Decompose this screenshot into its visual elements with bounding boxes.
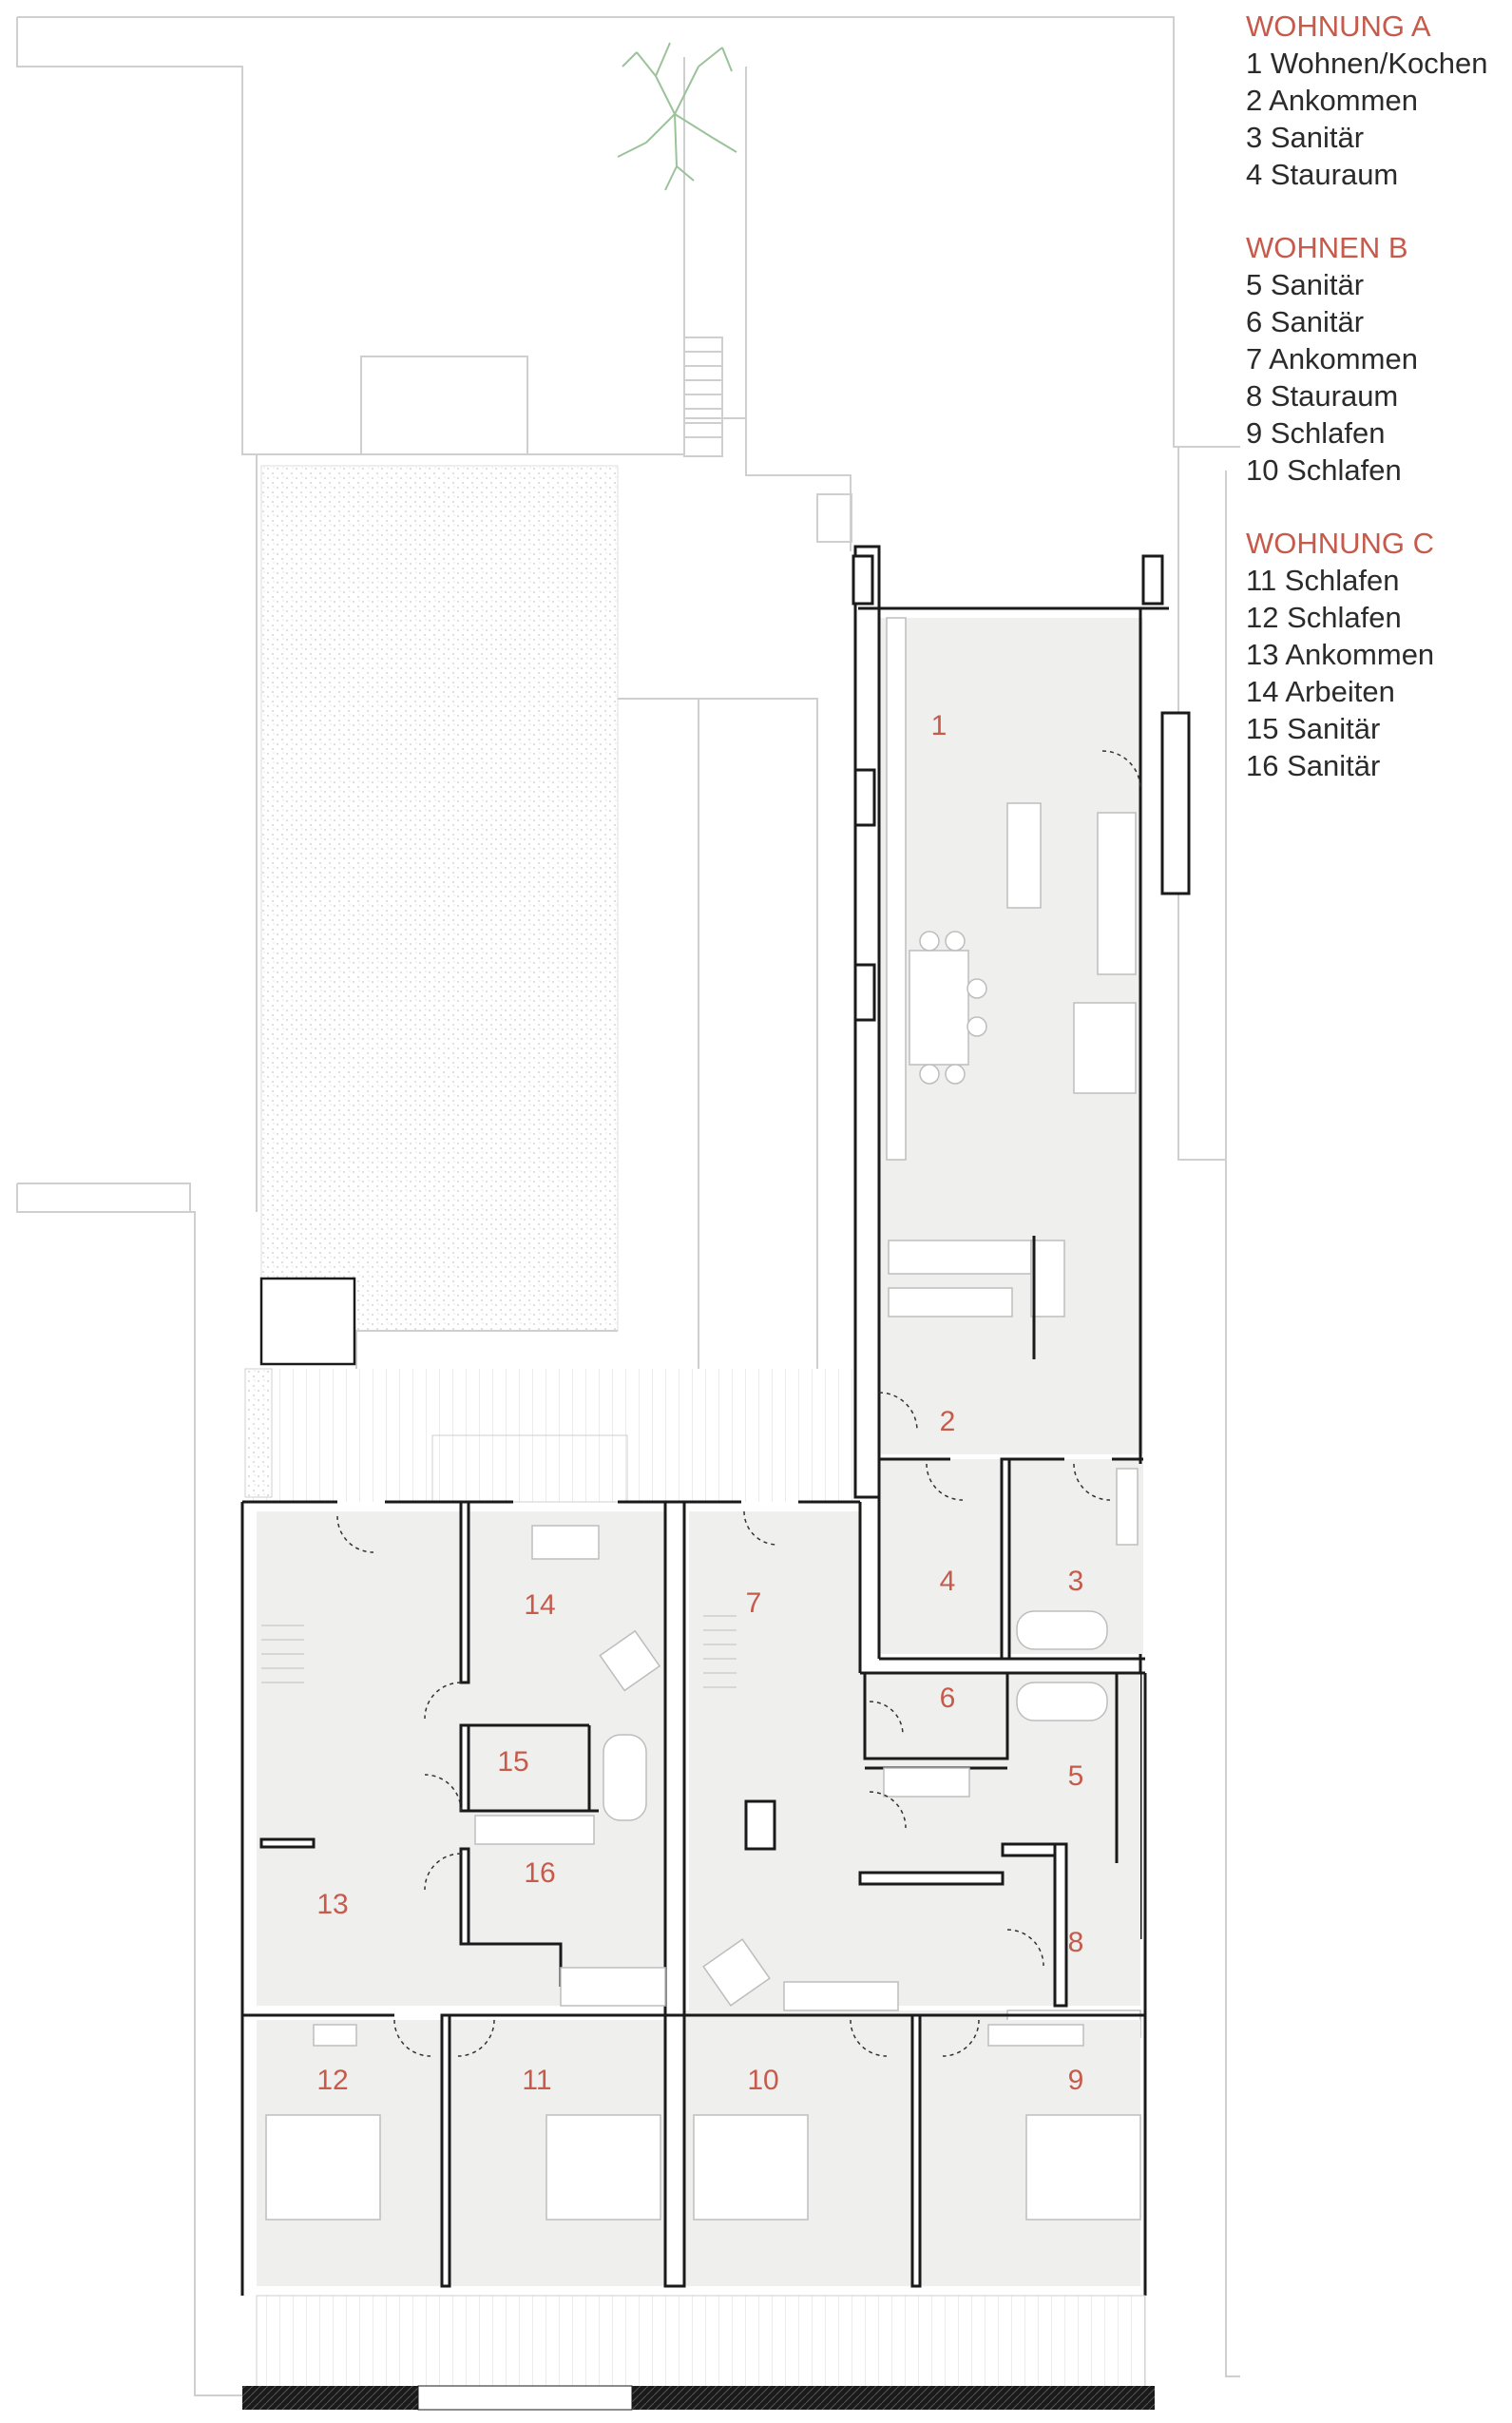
- legend-item: 8 Stauraum: [1246, 379, 1399, 413]
- room-label-8: 8: [1068, 1927, 1084, 1958]
- legend-item: 12 Schlafen: [1246, 601, 1402, 634]
- room-label-6: 6: [940, 1683, 956, 1714]
- legend-group-wohnen-b: WOHNEN B 5 Sanitär 6 Sanitär 7 Ankommen …: [1246, 229, 1510, 489]
- legend-item: 5 Sanitär: [1246, 268, 1365, 301]
- south-gate: [417, 2385, 633, 2411]
- room-label-1: 1: [931, 710, 947, 741]
- legend-item: 1 Wohnen/Kochen: [1246, 47, 1488, 80]
- tree-icon: [617, 42, 737, 191]
- apartment-c: [240, 1500, 686, 2017]
- legend-item: 4 Stauraum: [1246, 158, 1399, 191]
- legend-item: 9 Schlafen: [1246, 416, 1386, 450]
- apartment-a: [852, 545, 1191, 1939]
- terrace-stair: [431, 1434, 628, 1503]
- legend-item: 7 Ankommen: [1246, 342, 1418, 375]
- garden-stair: [683, 337, 723, 457]
- bedrooms: [240, 2013, 1147, 2296]
- room-labels: 1 2 3 4 5 6 7 8 9 10 11 12 13 14 15 16: [316, 710, 1083, 2096]
- room-label-15: 15: [497, 1746, 528, 1778]
- room-label-5: 5: [1068, 1760, 1084, 1792]
- room-label-10: 10: [747, 2065, 778, 2096]
- legend-group-wohnung-a: WOHNUNG A 1 Wohnen/Kochen 2 Ankommen 3 S…: [1246, 8, 1510, 193]
- room-label-12: 12: [316, 2065, 348, 2096]
- legend-group-wohnung-c: WOHNUNG C 11 Schlafen 12 Schlafen 13 Ank…: [1246, 525, 1510, 784]
- gravel-yard: [260, 465, 619, 1332]
- south-balustrade: [242, 2386, 1155, 2410]
- legend-item: 11 Schlafen: [1246, 564, 1400, 597]
- room-legend: WOHNUNG A 1 Wohnen/Kochen 2 Ankommen 3 S…: [1246, 8, 1510, 820]
- legend-item: 14 Arbeiten: [1246, 675, 1395, 708]
- legend-item: 16 Sanitär: [1246, 749, 1381, 782]
- room-label-2: 2: [940, 1406, 956, 1437]
- legend-heading: WOHNUNG C: [1246, 527, 1435, 560]
- shaft: [259, 1277, 356, 1366]
- planter: [244, 1368, 273, 1498]
- legend-item: 13 Ankommen: [1246, 638, 1435, 671]
- room-label-14: 14: [524, 1589, 555, 1621]
- room-label-9: 9: [1068, 2065, 1084, 2096]
- terrace-south: [256, 2295, 1146, 2392]
- room-label-11: 11: [522, 2065, 551, 2096]
- legend-heading: WOHNEN B: [1246, 231, 1408, 264]
- room-label-13: 13: [316, 1889, 348, 1920]
- legend-item: 10 Schlafen: [1246, 453, 1402, 487]
- room-label-7: 7: [746, 1587, 762, 1619]
- room-label-16: 16: [524, 1857, 555, 1889]
- legend-item: 2 Ankommen: [1246, 84, 1418, 117]
- room-label-4: 4: [940, 1566, 956, 1597]
- room-label-3: 3: [1068, 1566, 1084, 1597]
- legend-item: 6 Sanitär: [1246, 305, 1365, 338]
- legend-item: 15 Sanitär: [1246, 712, 1381, 745]
- legend-heading: WOHNUNG A: [1246, 10, 1431, 43]
- legend-item: 3 Sanitär: [1246, 121, 1365, 154]
